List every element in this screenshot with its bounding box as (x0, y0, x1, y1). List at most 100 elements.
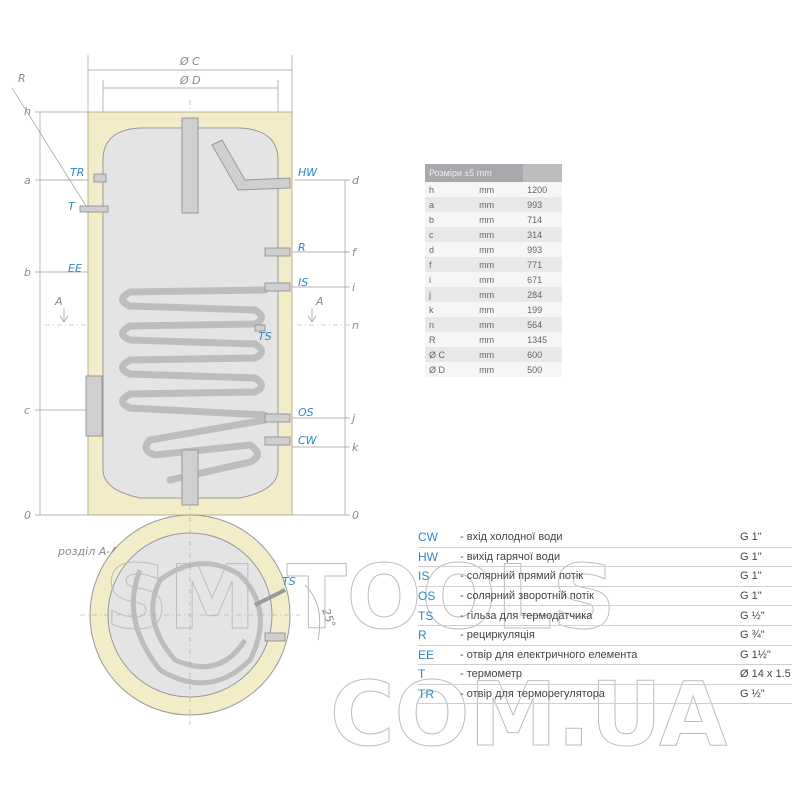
legend-desc: - солярний зворотній потік (460, 590, 594, 603)
label-hw: HW (298, 166, 318, 179)
cell-value: 1200 (523, 182, 562, 197)
legend-size: G 1" (740, 531, 762, 544)
cell-unit: mm (475, 272, 524, 287)
legend-size: G ¾" (740, 629, 765, 642)
arrow-down-icon (307, 308, 317, 323)
dim-h: h (24, 105, 31, 118)
dim-i: i (352, 281, 355, 294)
label-tr: TR (70, 166, 84, 179)
legend-desc: - гільза для термодатчика (460, 609, 593, 622)
cell-unit: mm (475, 257, 524, 272)
cell-unit: mm (475, 287, 524, 302)
cell-value: 1345 (523, 332, 562, 347)
dim-j: j (350, 412, 356, 425)
legend-size: G ½" (740, 688, 765, 701)
legend-desc: - рециркуляція (460, 629, 535, 642)
label-r: R (298, 241, 306, 254)
label-cw: CW (298, 434, 318, 447)
section-label-ts: TS (282, 575, 296, 588)
cell-value: 993 (523, 242, 562, 257)
section-a-left: A (54, 295, 63, 308)
cell-value: 600 (523, 347, 562, 362)
legend-code: IS (418, 569, 430, 584)
legend-size: G ½" (740, 609, 765, 622)
cell-param: i (425, 272, 476, 287)
label-os: OS (298, 406, 314, 419)
cell-param: k (425, 302, 476, 317)
legend-code: T (418, 667, 426, 682)
dim-b: b (24, 266, 31, 279)
cell-param: n (425, 317, 476, 332)
cell-unit: mm (475, 227, 524, 242)
dim-k: k (352, 441, 359, 454)
legend-desc: - термометр (460, 668, 523, 681)
arrow-down-icon (59, 308, 69, 323)
legend-code: R (418, 628, 427, 643)
connections-legend: CW - вхід холодної води G 1" HW - вихід гаря… (418, 528, 792, 705)
table-header: Розміри ±5 mm (425, 164, 524, 182)
legend-size: G 1" (740, 550, 762, 563)
legend-code: HW (418, 549, 438, 564)
dim-c: c (24, 404, 30, 417)
pipes (79, 117, 291, 506)
angle-label: 25° (319, 607, 338, 630)
dim-n: n (352, 319, 359, 332)
cell-unit: mm (475, 362, 524, 377)
watermark-line1: SM TOOLS (105, 546, 616, 649)
dim-a: a (24, 174, 31, 187)
legend-code: OS (418, 589, 436, 604)
legend-desc: - вихід гарячої води (460, 550, 561, 563)
cell-unit: mm (475, 212, 524, 227)
cell-value: 284 (523, 287, 562, 302)
dim-od: Ø D (179, 74, 201, 87)
cell-param: Ø D (425, 362, 476, 377)
label-ts: TS (258, 330, 272, 343)
dim-oc: Ø C (179, 55, 200, 68)
coil (119, 286, 269, 484)
cell-unit: mm (475, 332, 524, 347)
cell-unit: mm (475, 242, 524, 257)
label-t: T (68, 200, 76, 213)
cell-param: c (425, 227, 476, 242)
legend-row: TS - гільза для термодатчика G ½" (418, 606, 792, 626)
dim-f: f (352, 246, 358, 259)
cell-param: R (425, 332, 476, 347)
watermark-line2: COM.UA (330, 663, 727, 766)
dim-zero-right: 0 (352, 509, 359, 522)
label-is: IS (298, 276, 308, 289)
legend-code: TR (418, 687, 434, 702)
legend-size: Ø 14 x 1.5 (740, 668, 791, 681)
legend-row: CW - вхід холодної води G 1" (418, 528, 792, 548)
cell-value: 993 (523, 197, 562, 212)
dim-zero-left: 0 (24, 509, 31, 522)
section-coil (130, 561, 263, 686)
legend-size: G 1" (740, 590, 762, 603)
cell-param: f (425, 257, 476, 272)
legend-desc: - солярний прямий потік (460, 570, 584, 583)
cell-param: d (425, 242, 476, 257)
cell-unit: mm (475, 302, 524, 317)
legend-code: TS (418, 608, 434, 623)
cell-param: Ø C (425, 347, 476, 362)
legend-size: G 1½" (740, 648, 771, 661)
legend-code: CW (418, 530, 438, 545)
legend-desc: - вхід холодної води (460, 531, 563, 544)
cell-unit: mm (475, 347, 524, 362)
cell-value: 314 (523, 227, 562, 242)
legend-desc: - отвір для електричного елемента (460, 648, 638, 661)
cell-value: 714 (523, 212, 562, 227)
